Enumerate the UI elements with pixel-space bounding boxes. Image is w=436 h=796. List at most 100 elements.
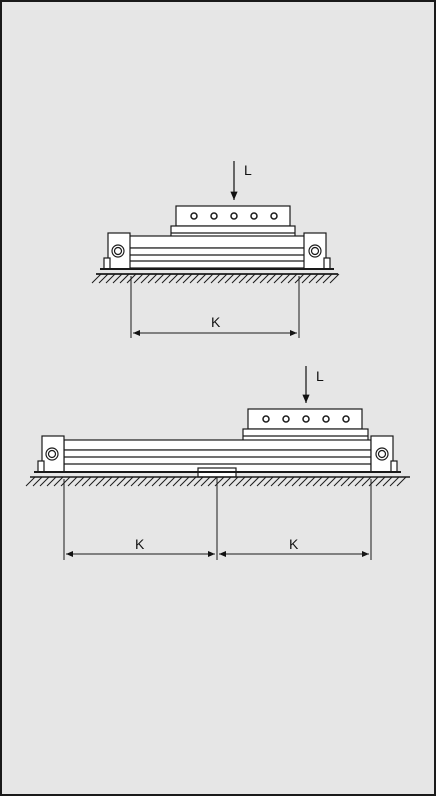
hatch-line — [273, 273, 284, 284]
hatch-line — [305, 476, 316, 487]
hatch-line — [137, 476, 148, 487]
hatch-line — [217, 273, 228, 284]
hatch-line — [175, 273, 186, 284]
hatch-line — [186, 476, 197, 487]
hatch-line — [361, 476, 372, 487]
hatch-line — [287, 273, 298, 284]
hatch-line — [74, 476, 85, 487]
mounting-holes-bottom — [262, 415, 350, 423]
hatch-line — [252, 273, 263, 284]
load-label-bottom: L — [316, 368, 324, 384]
span-label-top: K — [211, 314, 221, 330]
hatch-line — [224, 273, 235, 284]
hatch-line — [329, 273, 340, 284]
dimension-bottom — [63, 477, 372, 560]
hatch-line — [389, 476, 400, 487]
hatch-line — [161, 273, 172, 284]
hatch-line — [249, 476, 260, 487]
hatch-line — [105, 273, 116, 284]
carriage-block-top — [175, 205, 291, 227]
span-left-label: K — [135, 536, 145, 552]
hatch-line — [396, 476, 407, 487]
hatch-line — [109, 476, 120, 487]
hatch-line — [308, 273, 319, 284]
hatch-line — [382, 476, 393, 487]
load-label-top: L — [244, 162, 252, 178]
hatch-line — [60, 476, 71, 487]
hatch-line — [123, 476, 134, 487]
hatch-line — [315, 273, 326, 284]
hatch-line — [200, 476, 211, 487]
hatch-line — [266, 273, 277, 284]
hatch-line — [375, 476, 386, 487]
hatch-line — [196, 273, 207, 284]
hatch-line — [347, 476, 358, 487]
hatch-line — [116, 476, 127, 487]
hatch-line — [228, 476, 239, 487]
hatch-line — [151, 476, 162, 487]
dimension-top — [130, 276, 300, 338]
hatch-line — [242, 476, 253, 487]
hatch-line — [119, 273, 130, 284]
hatch-line — [235, 476, 246, 487]
hatch-line — [340, 476, 351, 487]
hatch-line — [189, 273, 200, 284]
mounting-holes-top — [190, 212, 278, 220]
hatch-line — [256, 476, 267, 487]
hatch-line — [245, 273, 256, 284]
hatch-line — [95, 476, 106, 487]
hatch-line — [354, 476, 365, 487]
hatch-line — [263, 476, 274, 487]
hatch-line — [168, 273, 179, 284]
hatch-line — [301, 273, 312, 284]
hatch-line — [140, 273, 151, 284]
ground-hatch-top — [91, 273, 340, 284]
hatch-line — [221, 476, 232, 487]
hatch-line — [32, 476, 43, 487]
hatch-line — [210, 273, 221, 284]
hatch-line — [291, 476, 302, 487]
hatch-line — [312, 476, 323, 487]
hatch-line — [179, 476, 190, 487]
hatch-line — [172, 476, 183, 487]
hatch-line — [207, 476, 218, 487]
hatch-line — [98, 273, 109, 284]
hatch-line — [284, 476, 295, 487]
hatch-line — [193, 476, 204, 487]
hatch-line — [280, 273, 291, 284]
hatch-line — [91, 273, 102, 284]
hatch-line — [154, 273, 165, 284]
hatch-line — [333, 476, 344, 487]
hatch-line — [88, 476, 99, 487]
hatch-line — [182, 273, 193, 284]
hatch-line — [238, 273, 249, 284]
hatch-line — [67, 476, 78, 487]
hatch-line — [322, 273, 333, 284]
ground-hatch-bottom — [25, 476, 410, 487]
carriage-block-bottom — [247, 408, 363, 430]
hatch-line — [130, 476, 141, 487]
hatch-line — [326, 476, 337, 487]
top-assembly — [96, 161, 338, 275]
hatch-line — [277, 476, 288, 487]
hatch-line — [25, 476, 36, 487]
hatch-line — [165, 476, 176, 487]
hatch-line — [203, 273, 214, 284]
hatch-line — [270, 476, 281, 487]
hatch-line — [319, 476, 330, 487]
hatch-line — [133, 273, 144, 284]
span-right-label: K — [289, 536, 299, 552]
hatch-line — [298, 476, 309, 487]
hatch-line — [147, 273, 158, 284]
hatch-line — [46, 476, 57, 487]
hatch-line — [144, 476, 155, 487]
hatch-line — [231, 273, 242, 284]
bottom-assembly — [34, 366, 401, 478]
hatch-line — [158, 476, 169, 487]
hatch-line — [102, 476, 113, 487]
hatch-line — [81, 476, 92, 487]
hatch-line — [259, 273, 270, 284]
hatch-line — [39, 476, 50, 487]
